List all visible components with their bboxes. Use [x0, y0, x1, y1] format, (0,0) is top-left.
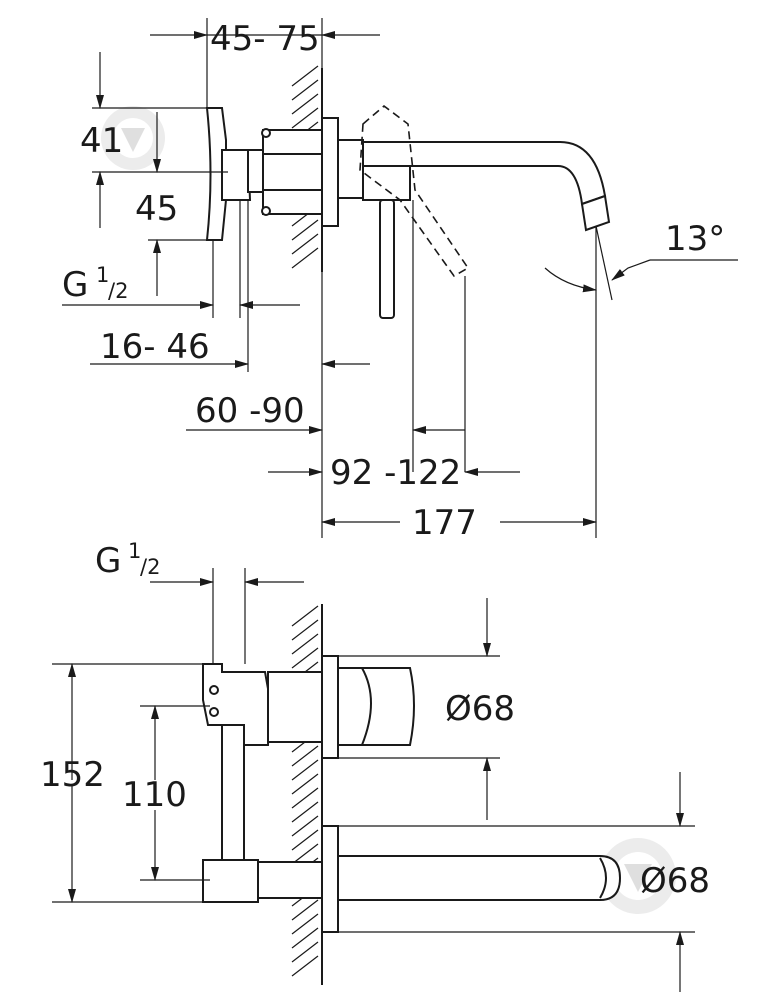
hatch-line: [291, 633, 319, 655]
spout-top-view: [321, 117, 611, 319]
hatch-line: [291, 955, 319, 977]
hatch-line: [291, 815, 319, 837]
label-thread-den-top: /2: [108, 279, 128, 303]
label-thread-num-front: 1: [128, 539, 141, 563]
label-92-122: 92 -122: [330, 453, 461, 493]
hatch-line: [291, 787, 319, 809]
label-45-75: 45- 75: [210, 19, 320, 59]
hatch-line: [291, 65, 319, 87]
label-60-90: 60 -90: [195, 391, 305, 431]
mixer-body-front: [202, 655, 622, 933]
handle-side-view: [205, 107, 324, 241]
label-thread-den-front: /2: [140, 555, 160, 579]
watermark-logo-bottom: [600, 838, 676, 914]
label-110: 110: [122, 775, 187, 815]
hatch-line: [291, 759, 319, 781]
hatch-line: [291, 899, 319, 921]
hatch-line: [291, 745, 319, 767]
label-177: 177: [412, 503, 477, 543]
watermark-logo-top: [101, 106, 165, 170]
hatch-line: [291, 647, 319, 669]
wall-section-front: [291, 604, 323, 985]
hatch-line: [291, 247, 319, 269]
hatch-line: [291, 619, 319, 641]
label-thread-num-top: 1: [96, 263, 109, 287]
labels-top-view: 45- 75 41 45 G 1 /2 16- 46 60 -90 92 -12…: [62, 19, 725, 543]
label-angle: 13°: [665, 219, 725, 259]
hatch-line: [291, 927, 319, 949]
hatch-line: [291, 605, 319, 627]
label-thread-g-front: G: [95, 541, 121, 581]
hatch-line: [291, 829, 319, 851]
label-thread-g-top: G: [62, 265, 88, 305]
label-16-46: 16- 46: [100, 327, 210, 367]
dimension-lines-top: [62, 18, 738, 538]
label-diameter-top: Ø68: [445, 689, 515, 729]
dimension-lines-front: [52, 568, 695, 992]
label-152: 152: [40, 755, 105, 795]
label-45: 45: [135, 189, 178, 229]
label-41: 41: [80, 121, 123, 161]
hatch-line: [291, 941, 319, 963]
labels-front-view: G 1 /2 152 110 Ø68 Ø68: [40, 539, 710, 901]
hatch-line: [291, 843, 319, 865]
hatch-line: [291, 913, 319, 935]
hatch-line: [291, 107, 319, 129]
hatch-line: [291, 233, 319, 255]
hatch-line: [291, 93, 319, 115]
hatch-line: [291, 773, 319, 795]
label-diameter-bottom: Ø68: [640, 861, 710, 901]
hatch-line: [291, 801, 319, 823]
hatch-line: [291, 79, 319, 101]
hatch-line: [291, 219, 319, 241]
